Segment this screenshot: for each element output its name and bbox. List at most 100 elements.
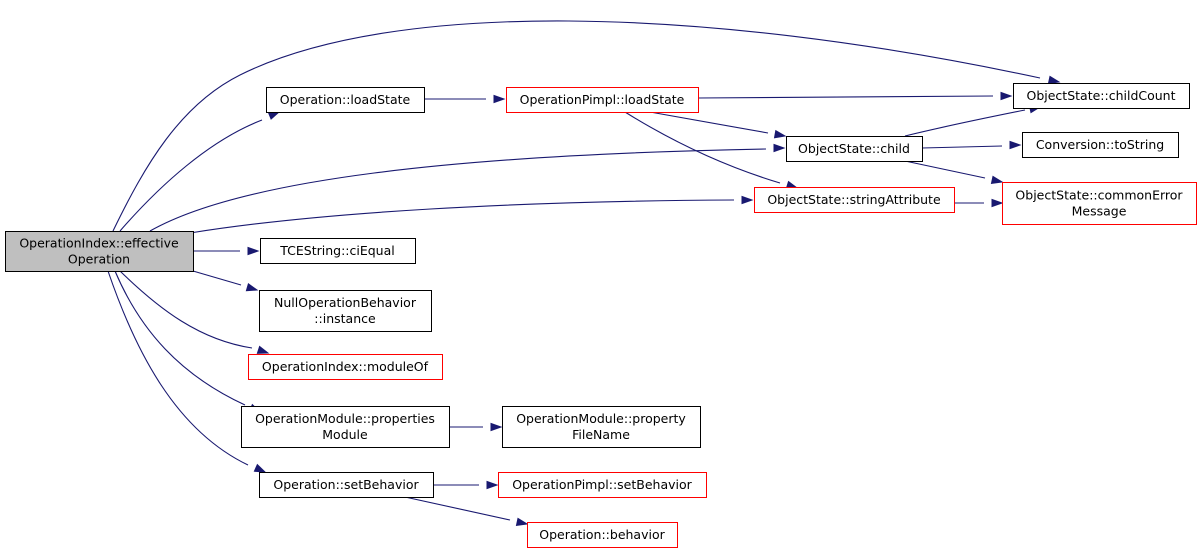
edge-line	[112, 20, 1041, 232]
node-label: Operation	[68, 252, 130, 267]
edge-effectiveOperation-to-moduleOf	[119, 270, 270, 354]
node-pimplSetBehavior[interactable]: OperationPimpl::setBehavior	[498, 472, 707, 498]
edge-effectiveOperation-to-childCount	[112, 20, 1061, 232]
arrow-head-icon	[490, 422, 503, 432]
node-label: ObjectState::child	[798, 141, 910, 156]
node-box	[5, 231, 194, 272]
edge-effectiveOperation-to-stringAttribute	[189, 195, 754, 234]
arrow-head-icon	[990, 175, 1004, 185]
node-label: ObjectState::commonError	[1015, 188, 1183, 203]
edge-line	[904, 160, 986, 179]
node-label: OperationModule::properties	[255, 411, 435, 426]
edge-line	[624, 111, 781, 184]
node-box	[259, 472, 434, 498]
edge-pimplLoadState-to-childCount	[697, 91, 1013, 101]
node-label: Operation::setBehavior	[273, 477, 419, 492]
arrow-head-icon	[256, 345, 270, 354]
node-setBehavior[interactable]: Operation::setBehavior	[259, 472, 434, 498]
node-box	[506, 87, 699, 113]
arrow-head-icon	[245, 282, 259, 292]
edge-effectiveOperation-to-loadState	[119, 111, 281, 232]
node-box	[266, 87, 425, 113]
node-child[interactable]: ObjectState::child	[786, 136, 923, 162]
arrow-head-icon	[253, 463, 267, 473]
edge-child-to-childCount	[904, 104, 1042, 137]
edge-child-to-toString	[921, 140, 1022, 150]
node-label: Message	[1072, 204, 1127, 219]
node-label: OperationPimpl::loadState	[520, 92, 685, 107]
edge-line	[921, 145, 1003, 149]
arrow-head-icon	[486, 480, 499, 490]
edge-pimplLoadState-to-child	[649, 111, 787, 139]
node-box	[248, 354, 443, 380]
node-toString[interactable]: Conversion::toString	[1022, 132, 1179, 158]
node-label: OperationPimpl::setBehavior	[512, 477, 692, 492]
node-label: OperationModule::property	[516, 411, 686, 426]
node-childCount[interactable]: ObjectState::childCount	[1013, 83, 1190, 109]
node-label: Conversion::toString	[1036, 137, 1164, 152]
node-label: OperationIndex::effective	[19, 236, 179, 251]
edge-loadState-to-pimplLoadState	[424, 94, 506, 104]
arrow-head-icon	[773, 143, 786, 153]
node-box	[754, 187, 955, 213]
node-label: TCEString::ciEqual	[279, 243, 395, 258]
arrow-head-icon	[1009, 140, 1022, 150]
edge-stringAttribute-to-commonErrorMessage	[954, 198, 1004, 208]
edge-setBehavior-to-pimplSetBehavior	[433, 480, 499, 490]
arrow-head-icon	[267, 111, 281, 120]
arrow-head-icon	[741, 195, 754, 205]
node-stringAttribute[interactable]: ObjectState::stringAttribute	[754, 187, 955, 213]
arrow-head-icon	[1000, 91, 1013, 101]
arrow-head-icon	[773, 129, 787, 139]
node-pimplLoadState[interactable]: OperationPimpl::loadState	[506, 87, 699, 113]
arrow-head-icon	[493, 94, 506, 104]
node-label: ObjectState::childCount	[1026, 88, 1175, 103]
node-box	[502, 406, 701, 448]
node-behavior[interactable]: Operation::behavior	[527, 522, 678, 548]
node-box	[1022, 132, 1179, 158]
node-label: FileName	[572, 427, 630, 442]
edge-line	[149, 148, 767, 232]
edge-effectiveOperation-to-ciEqual	[193, 246, 260, 256]
nodes-layer: OperationIndex::effectiveOperationOperat…	[5, 83, 1197, 548]
edge-line	[192, 270, 242, 286]
arrow-head-icon	[1047, 75, 1061, 85]
edge-line	[114, 270, 246, 406]
edge-line	[119, 119, 263, 232]
edge-setBehavior-to-behavior	[404, 496, 529, 527]
edge-propertiesModule-to-propertyFileName	[449, 422, 503, 432]
node-box	[259, 290, 432, 332]
node-ciEqual[interactable]: TCEString::ciEqual	[260, 238, 416, 264]
node-label: ObjectState::stringAttribute	[767, 192, 941, 207]
node-box	[527, 522, 678, 548]
edge-line	[697, 95, 994, 99]
edge-effectiveOperation-to-setBehavior	[107, 270, 267, 473]
edge-effectiveOperation-to-child	[149, 143, 786, 232]
edge-child-to-commonErrorMessage	[904, 160, 1004, 185]
edge-line	[649, 111, 769, 134]
node-box	[498, 472, 707, 498]
arrow-head-icon	[515, 517, 529, 527]
edge-line	[107, 270, 249, 466]
node-moduleOf[interactable]: OperationIndex::moduleOf	[248, 354, 443, 380]
node-box	[241, 406, 450, 448]
node-box	[260, 238, 416, 264]
arrow-head-icon	[991, 198, 1004, 208]
node-box	[1013, 83, 1190, 109]
node-loadState[interactable]: Operation::loadState	[266, 87, 425, 113]
edge-line	[189, 199, 735, 234]
node-label: NullOperationBehavior	[274, 295, 417, 310]
edge-line	[904, 109, 1026, 137]
node-box	[786, 136, 923, 162]
node-nullInstance[interactable]: NullOperationBehavior::instance	[259, 290, 432, 332]
node-label: Operation::loadState	[280, 92, 411, 107]
node-label: Operation::behavior	[539, 527, 665, 542]
node-label: ::instance	[314, 311, 376, 326]
edge-line	[404, 496, 511, 521]
edge-effectiveOperation-to-nullInstance	[192, 270, 259, 292]
